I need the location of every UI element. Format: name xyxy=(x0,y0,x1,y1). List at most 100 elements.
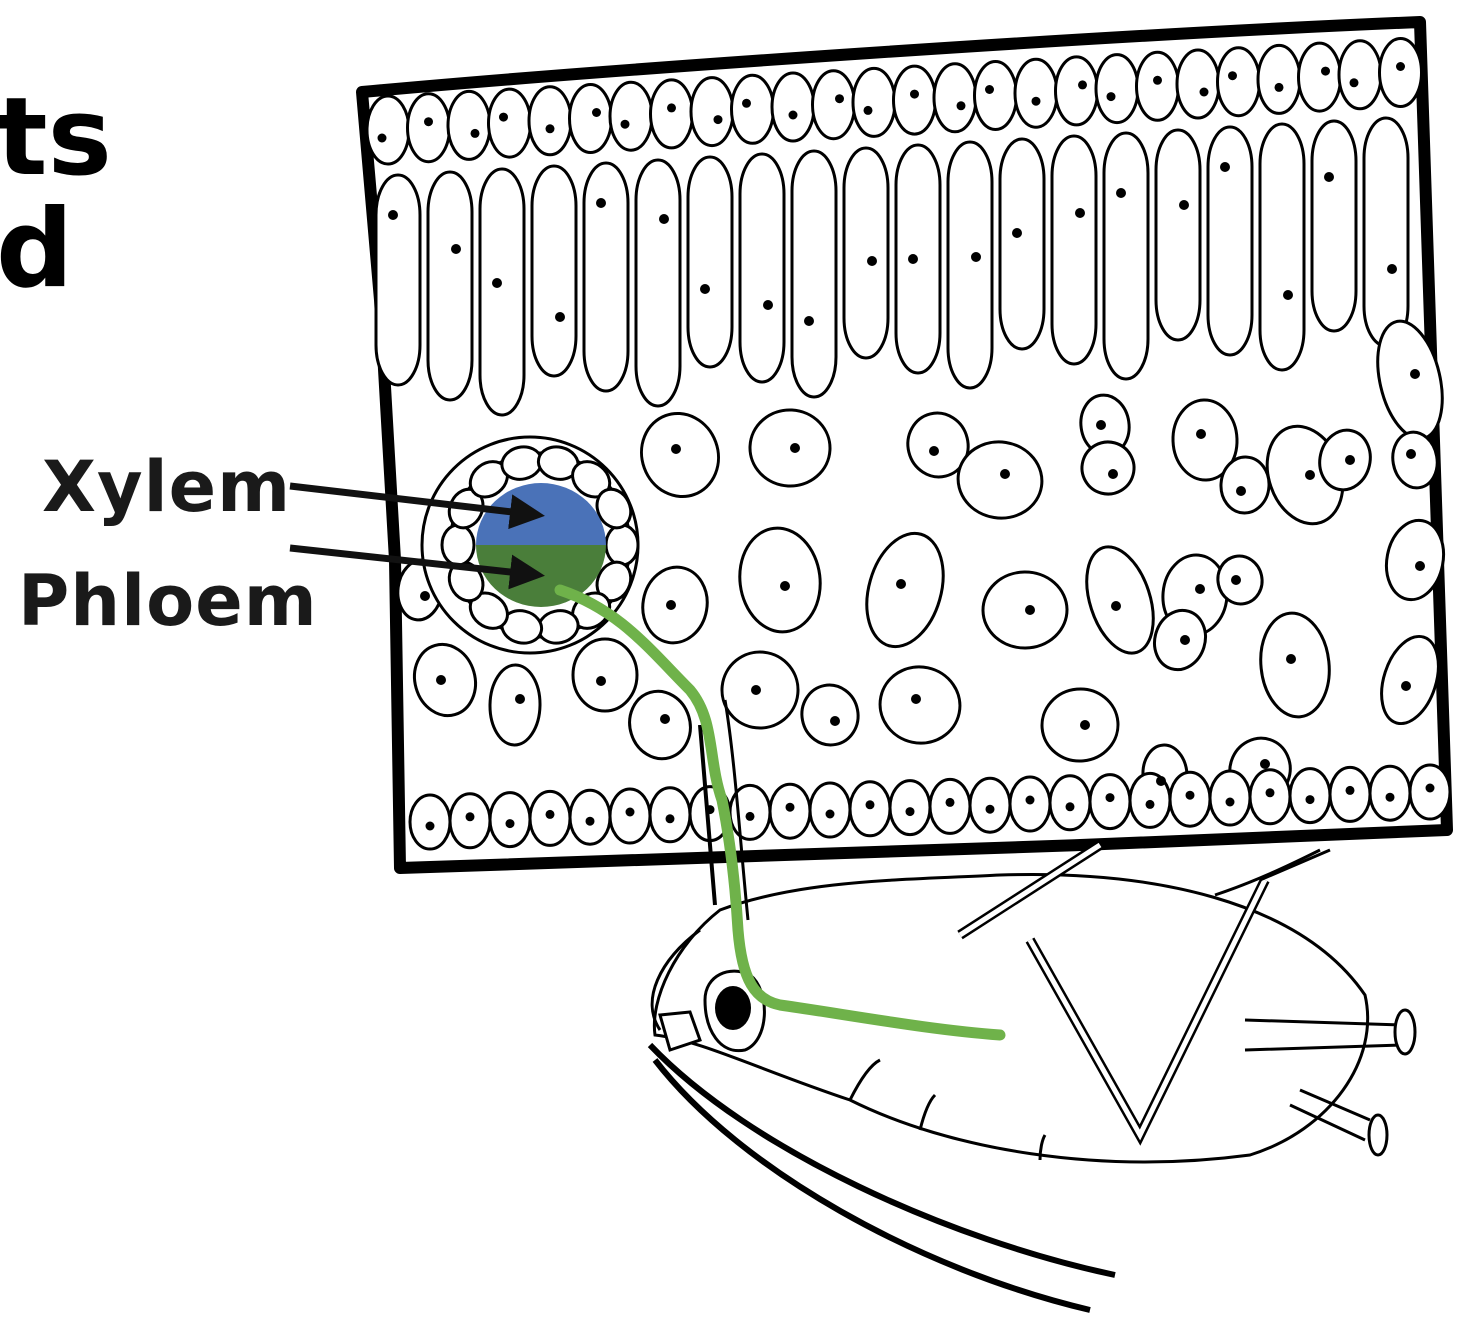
palisade-cell xyxy=(1364,118,1408,346)
palisade-cell xyxy=(532,166,576,376)
nucleus xyxy=(1186,791,1195,800)
nucleus xyxy=(626,808,635,817)
epidermis-cell xyxy=(610,82,652,150)
nucleus xyxy=(1179,200,1189,210)
nucleus xyxy=(910,90,919,99)
nucleus xyxy=(1426,784,1435,793)
nucleus xyxy=(1401,681,1411,691)
nucleus xyxy=(780,581,790,591)
epidermis-cell xyxy=(853,68,895,136)
epidermis-cell xyxy=(570,85,612,153)
epidermis-cell xyxy=(772,73,814,141)
epidermis-cell xyxy=(732,75,774,143)
nucleus xyxy=(835,94,844,103)
nucleus xyxy=(1078,80,1087,89)
palisade-cell xyxy=(428,172,472,400)
nucleus xyxy=(471,129,480,138)
mesophyll-cell xyxy=(489,665,540,746)
nucleus xyxy=(911,694,921,704)
nucleus xyxy=(804,316,814,326)
nucleus xyxy=(586,817,595,826)
nucleus xyxy=(789,111,798,120)
epidermis-cell xyxy=(1339,41,1381,109)
nucleus xyxy=(1026,796,1035,805)
nucleus xyxy=(1111,601,1121,611)
nucleus xyxy=(763,300,773,310)
nucleus xyxy=(1180,635,1190,645)
nucleus xyxy=(957,101,966,110)
nucleus xyxy=(896,579,906,589)
nucleus xyxy=(499,113,508,122)
epidermis-cell xyxy=(448,91,490,159)
nucleus xyxy=(666,600,676,610)
nucleus xyxy=(424,117,433,126)
nucleus xyxy=(1306,795,1315,804)
nucleus xyxy=(1321,67,1330,76)
palisade-cell xyxy=(480,169,524,415)
palisade-cell xyxy=(792,151,836,397)
nucleus xyxy=(671,444,681,454)
nucleus xyxy=(714,115,723,124)
nucleus xyxy=(1345,455,1355,465)
palisade-cell xyxy=(1000,139,1044,349)
epidermis-cell xyxy=(367,96,409,164)
nucleus xyxy=(451,244,461,254)
palisade-cell xyxy=(1312,121,1356,331)
nucleus xyxy=(1195,584,1205,594)
nucleus xyxy=(1305,470,1315,480)
nucleus xyxy=(515,694,525,704)
nucleus xyxy=(1066,802,1075,811)
nucleus xyxy=(506,819,515,828)
epidermis-cell xyxy=(1218,48,1260,116)
nucleus xyxy=(667,103,676,112)
nucleus xyxy=(546,124,555,133)
nucleus xyxy=(1228,71,1237,80)
nucleus xyxy=(929,446,939,456)
epidermis-cell xyxy=(1015,59,1057,127)
nucleus xyxy=(746,812,755,821)
epidermis-cell xyxy=(1299,43,1341,111)
nucleus xyxy=(985,85,994,94)
nucleus xyxy=(866,800,875,809)
nucleus xyxy=(378,134,387,143)
epidermis-cell xyxy=(651,80,693,148)
palisade-cell xyxy=(948,142,992,388)
nucleus xyxy=(1346,786,1355,795)
nucleus xyxy=(466,812,475,821)
nucleus xyxy=(1196,429,1206,439)
nucleus xyxy=(596,198,606,208)
epidermis-cell xyxy=(529,87,571,155)
nucleus xyxy=(546,810,555,819)
nucleus xyxy=(1396,62,1405,71)
nucleus xyxy=(786,803,795,812)
vascular-bundle xyxy=(422,437,638,653)
nucleus xyxy=(1200,88,1209,97)
nucleus xyxy=(426,822,435,831)
epidermis-cell xyxy=(1096,55,1138,123)
nucleus xyxy=(1387,264,1397,274)
nucleus xyxy=(1236,486,1246,496)
epidermis-cell xyxy=(894,66,936,134)
nucleus xyxy=(1025,605,1035,615)
palisade-cell xyxy=(376,175,420,385)
epidermis-cell xyxy=(489,89,531,157)
epidermis-cell xyxy=(1137,52,1179,120)
nucleus xyxy=(1080,720,1090,730)
nucleus xyxy=(1350,78,1359,87)
palisade-cell xyxy=(1156,130,1200,340)
nucleus xyxy=(660,714,670,724)
nucleus xyxy=(1096,420,1106,430)
palisade-cell xyxy=(1052,136,1096,364)
palisade-cell xyxy=(584,163,628,391)
nucleus xyxy=(751,685,761,695)
nucleus xyxy=(1153,76,1162,85)
nucleus xyxy=(1406,449,1416,459)
nucleus xyxy=(621,120,630,129)
nucleus xyxy=(1226,798,1235,807)
nucleus xyxy=(986,805,995,814)
nucleus xyxy=(1260,759,1270,769)
nucleus xyxy=(830,716,840,726)
nucleus xyxy=(1075,208,1085,218)
nucleus xyxy=(1231,575,1241,585)
nucleus xyxy=(1146,800,1155,809)
